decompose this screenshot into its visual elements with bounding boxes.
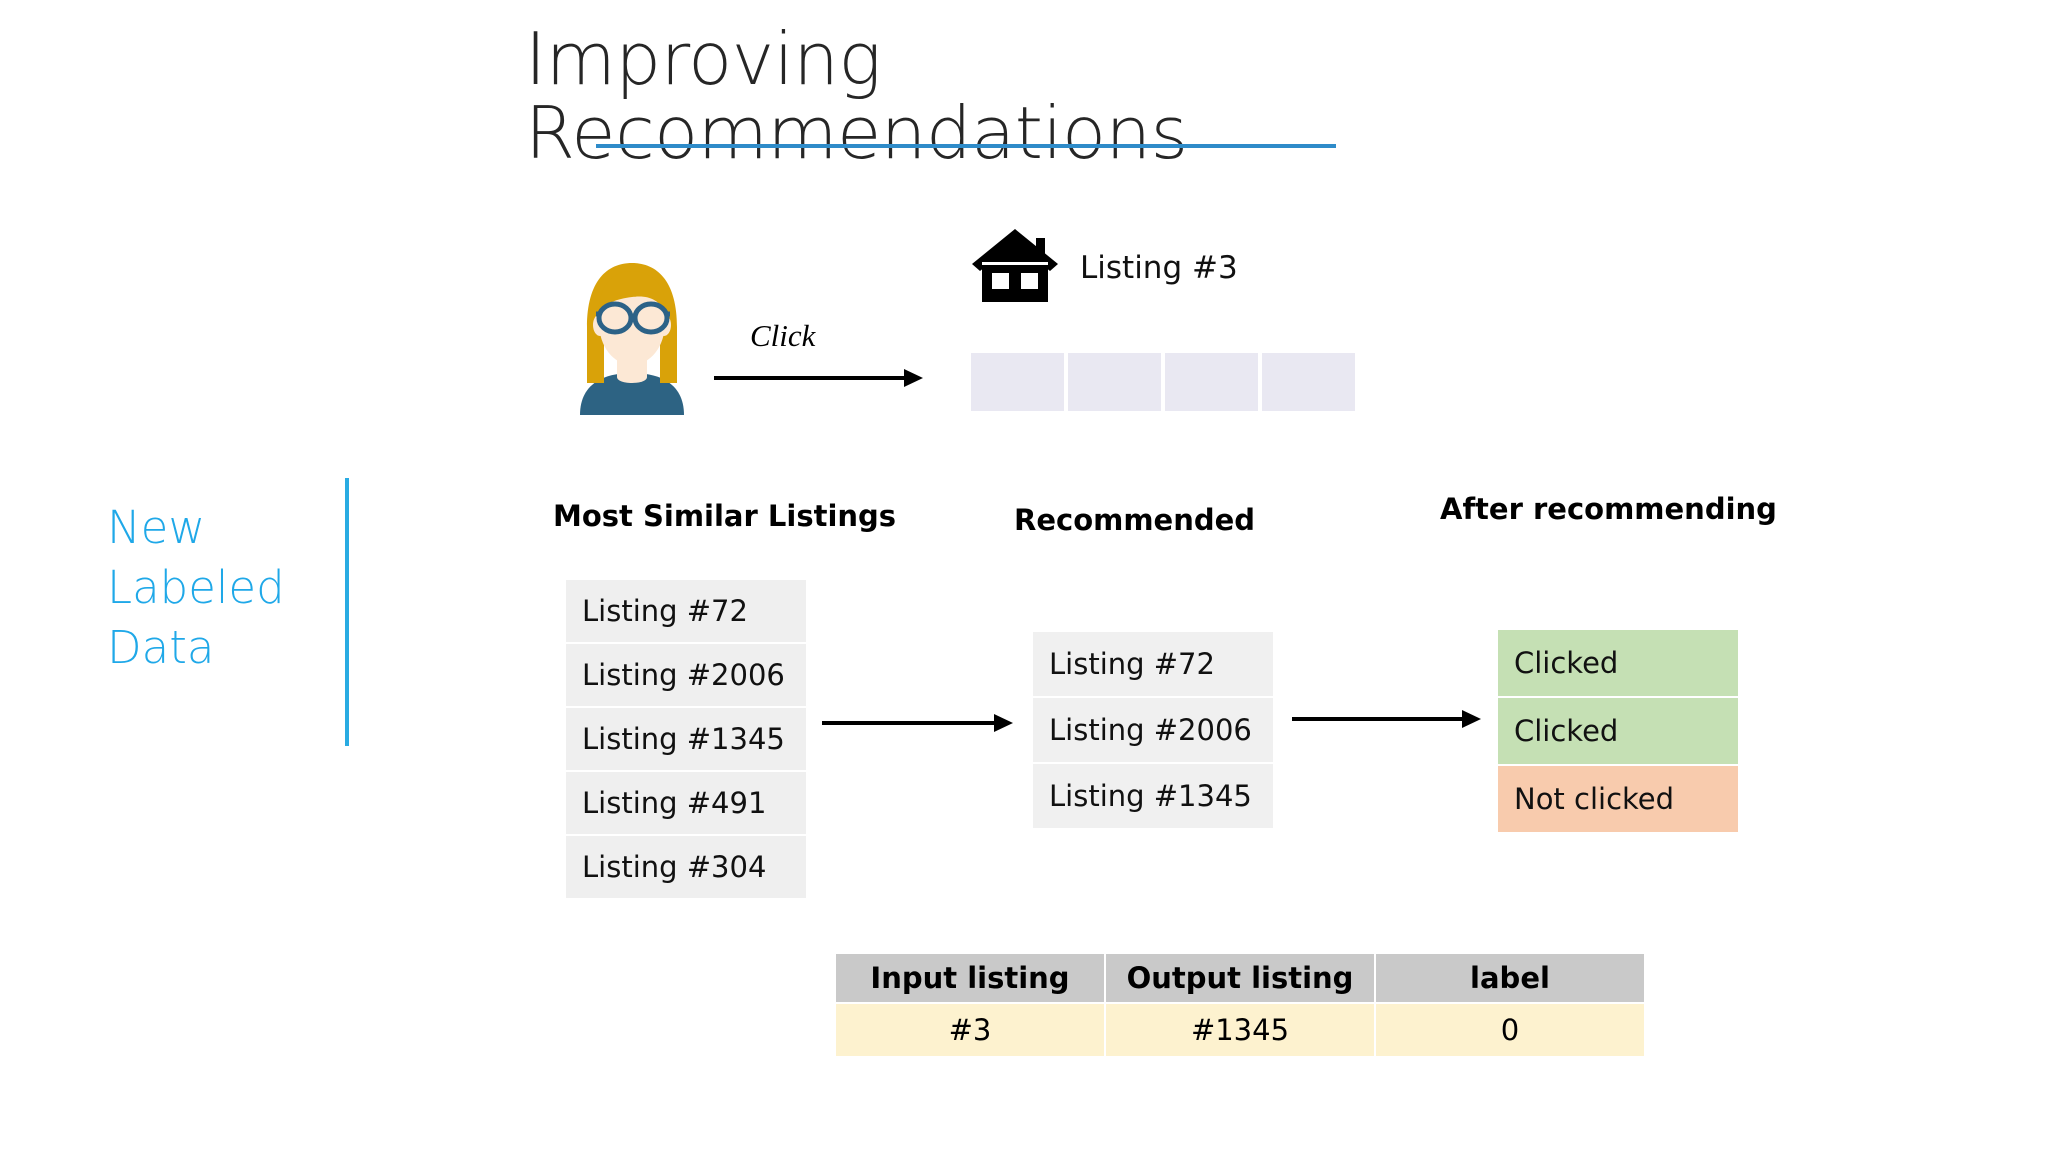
table-header-output-listing: Output listing	[1106, 954, 1374, 1002]
house-icon	[972, 226, 1058, 304]
arrow-shaft	[1292, 717, 1465, 721]
empty-slot	[1165, 353, 1258, 411]
list-item[interactable]: Listing #491	[566, 772, 806, 834]
list-item[interactable]: Listing #1345	[566, 708, 806, 770]
recommended-listings-list: Listing #72 Listing #2006 Listing #1345	[1033, 632, 1273, 828]
empty-slot	[1262, 353, 1355, 411]
title-underline-rule	[596, 144, 1336, 148]
click-action-label: Click	[750, 318, 816, 353]
arrow-head	[904, 369, 923, 387]
column-header-recommended: Recommended	[1014, 503, 1256, 537]
page-title: Improving Recommendations	[525, 22, 1285, 170]
list-item[interactable]: Listing #2006	[566, 644, 806, 706]
page-title-line-2: Recommendations	[525, 91, 1188, 176]
table-cell-input-listing: #3	[836, 1004, 1104, 1056]
table-cell-label: 0	[1376, 1004, 1644, 1056]
status-badge: Clicked	[1498, 698, 1738, 764]
status-badge: Clicked	[1498, 630, 1738, 696]
status-badge: Not clicked	[1498, 766, 1738, 832]
labeled-data-table: Input listing Output listing label #3 #1…	[834, 952, 1646, 1058]
empty-slot-row	[971, 353, 1355, 411]
arrow-head	[994, 714, 1013, 732]
arrow-shaft	[822, 721, 997, 725]
page-title-line-1: Improving	[525, 17, 882, 101]
list-item[interactable]: Listing #72	[1033, 632, 1273, 696]
empty-slot	[971, 353, 1064, 411]
list-item[interactable]: Listing #2006	[1033, 698, 1273, 762]
table-header-input-listing: Input listing	[836, 954, 1104, 1002]
arrow-head	[1462, 710, 1481, 728]
list-item[interactable]: Listing #1345	[1033, 764, 1273, 828]
column-header-after-recommending: After recommending	[1440, 492, 1777, 526]
empty-slot	[1068, 353, 1161, 411]
table-cell-output-listing: #1345	[1106, 1004, 1374, 1056]
new-labeled-data-label: New Labeled Data	[107, 501, 285, 674]
user-avatar-woman-icon	[562, 255, 702, 415]
most-similar-listings-list: Listing #72 Listing #2006 Listing #1345 …	[566, 580, 806, 898]
arrow-shaft	[714, 376, 907, 380]
column-header-most-similar-listings: Most Similar Listings	[553, 499, 897, 533]
list-item[interactable]: Listing #304	[566, 836, 806, 898]
table-header-label: label	[1376, 954, 1644, 1002]
after-recommending-status-list: Clicked Clicked Not clicked	[1498, 630, 1738, 832]
listing-top-label: Listing #3	[1080, 250, 1238, 286]
table-header-row: Input listing Output listing label	[836, 954, 1644, 1002]
list-item[interactable]: Listing #72	[566, 580, 806, 642]
table-row: #3 #1345 0	[836, 1004, 1644, 1056]
vertical-divider	[345, 478, 349, 746]
